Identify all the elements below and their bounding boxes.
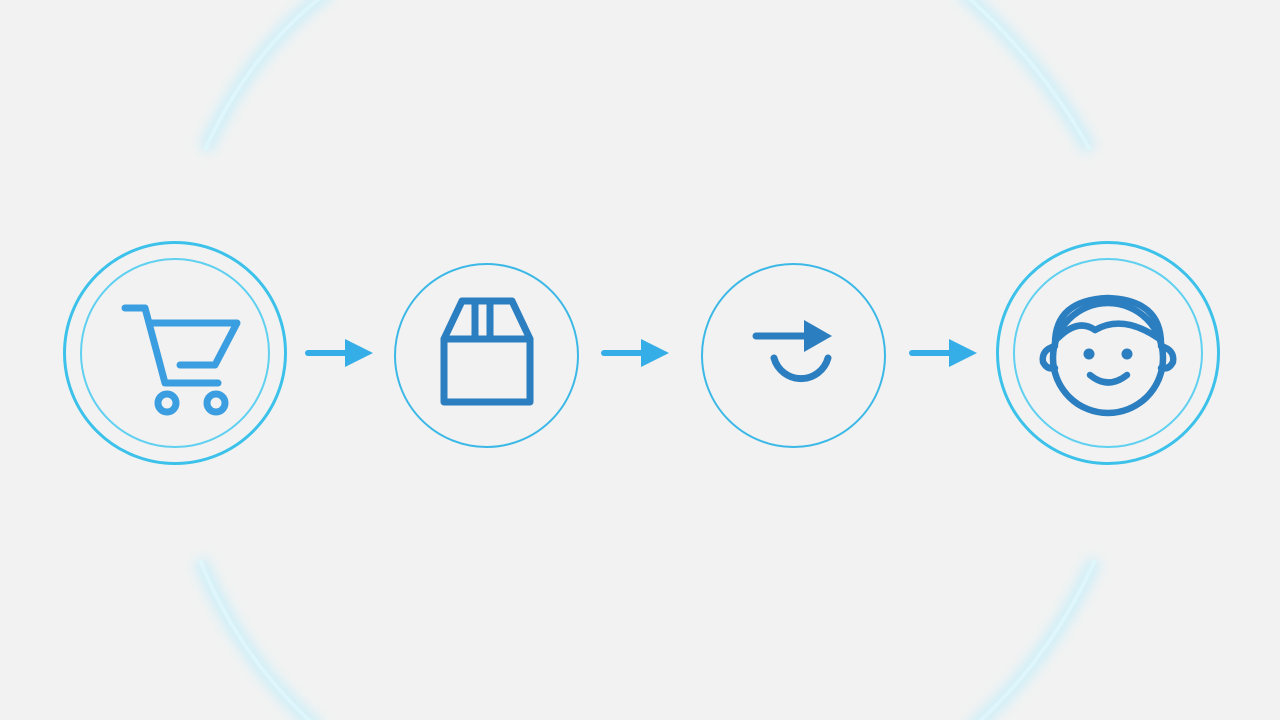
step-cart [63, 241, 287, 465]
return-arrow-icon [752, 319, 832, 382]
right-arrow-icon [601, 339, 669, 367]
step-customer [996, 241, 1220, 465]
right-arrow-icon [305, 339, 373, 367]
smiling-face-icon [1039, 294, 1177, 417]
shopping-cart-icon [121, 304, 241, 416]
step-return [701, 263, 886, 448]
package-box-icon [440, 297, 533, 405]
right-arrow-icon [909, 339, 977, 367]
step-package [394, 263, 579, 448]
